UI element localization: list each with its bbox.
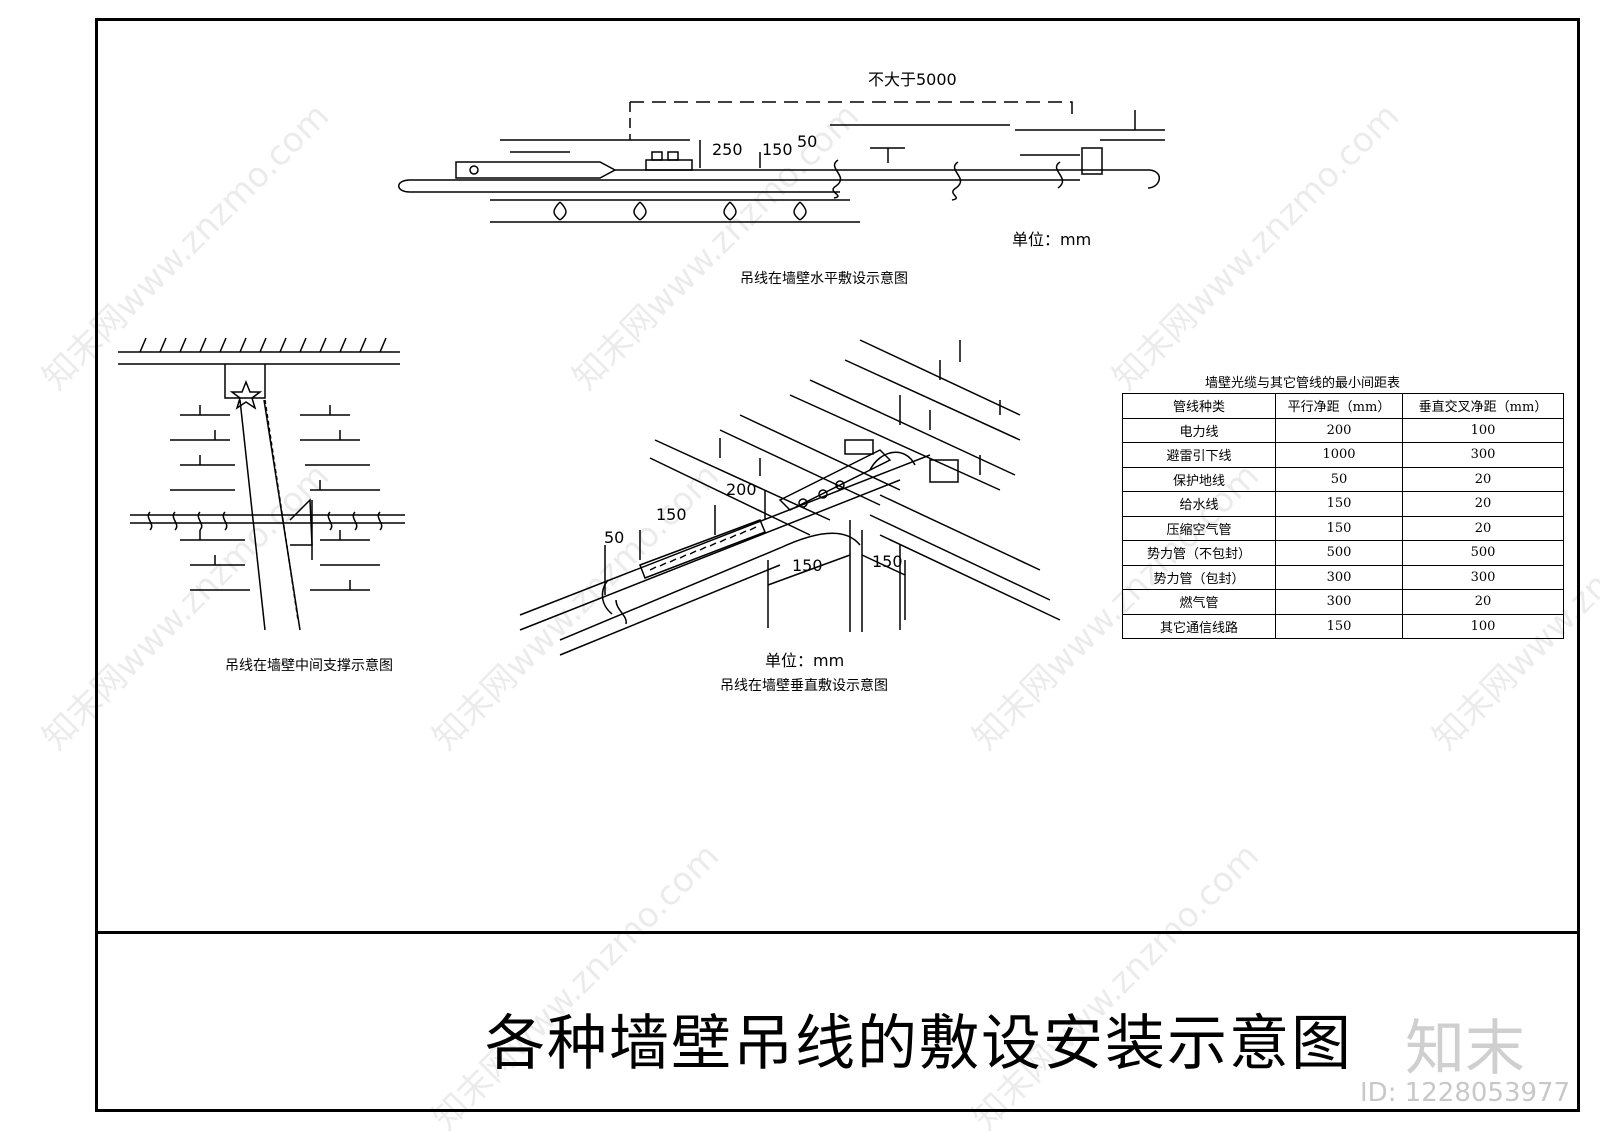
vertical-diagram-title: 吊线在墙壁垂直敷设示意图 — [720, 678, 888, 694]
table-cell: 避雷引下线 — [1122, 442, 1276, 468]
sheet-title: 各种墙壁吊线的敷设安装示意图 — [485, 1009, 1353, 1079]
table-cell: 20 — [1402, 466, 1564, 492]
dimension-label: 50 — [604, 528, 625, 547]
drawing-frame — [95, 18, 1580, 1112]
middle-support-diagram — [118, 337, 405, 631]
dimension-label: 150 — [792, 556, 823, 575]
column-header: 管线种类 — [1122, 393, 1276, 419]
unit-label: 单位：mm — [765, 651, 845, 670]
spacing-table-title: 墙壁光缆与其它管线的最小间距表 — [1205, 376, 1401, 391]
table-cell: 100 — [1402, 613, 1564, 639]
table-row: 势力管（不包封） 500 500 — [1122, 540, 1564, 566]
table-cell: 其它通信线路 — [1122, 613, 1276, 639]
table-row: 势力管（包封） 300 300 — [1122, 564, 1564, 590]
table-cell: 20 — [1402, 589, 1564, 615]
table-cell: 300 — [1275, 589, 1403, 615]
table-cell: 压缩空气管 — [1122, 515, 1276, 541]
table-cell: 20 — [1402, 491, 1564, 517]
table-cell: 给水线 — [1122, 491, 1276, 517]
table-cell: 300 — [1402, 442, 1564, 468]
table-row: 给水线 150 20 — [1122, 491, 1564, 517]
table-cell: 保护地线 — [1122, 466, 1276, 492]
dimension-label: 250 — [712, 140, 743, 159]
table-cell: 50 — [1275, 466, 1403, 492]
table-cell: 势力管（不包封） — [1122, 540, 1276, 566]
table-row: 燃气管 300 20 — [1122, 589, 1564, 615]
middle-support-title: 吊线在墙壁中间支撑示意图 — [225, 658, 393, 674]
table-header-row: 管线种类 平行净距（mm） 垂直交叉净距（mm） — [1122, 393, 1564, 419]
table-cell: 150 — [1275, 491, 1403, 517]
vertical-laying-diagram — [519, 339, 1061, 656]
table-cell: 20 — [1402, 515, 1564, 541]
dimension-label: 150 — [872, 552, 903, 571]
table-cell: 100 — [1402, 417, 1564, 443]
table-cell: 150 — [1275, 613, 1403, 639]
spacing-table: 管线种类 平行净距（mm） 垂直交叉净距（mm） 电力线 200 100 避雷引… — [1122, 393, 1564, 639]
table-row: 压缩空气管 150 20 — [1122, 515, 1564, 541]
table-row: 避雷引下线 1000 300 — [1122, 442, 1564, 468]
unit-label: 单位：mm — [1012, 230, 1092, 249]
column-header: 平行净距（mm） — [1275, 393, 1403, 419]
table-cell: 300 — [1402, 564, 1564, 590]
column-header: 垂直交叉净距（mm） — [1402, 393, 1564, 419]
dimension-label: 150 — [656, 505, 687, 524]
table-row: 其它通信线路 150 100 — [1122, 613, 1564, 639]
dimension-label: 50 — [797, 132, 818, 151]
horizontal-diagram-title: 吊线在墙壁水平敷设示意图 — [740, 271, 908, 287]
image-id-label: ID: 1228053977 — [1360, 1078, 1571, 1108]
max-span-label: 不大于5000 — [868, 70, 957, 89]
table-cell: 势力管（包封） — [1122, 564, 1276, 590]
table-cell: 电力线 — [1122, 417, 1276, 443]
site-logo: 知末 — [1405, 1014, 1525, 1084]
table-cell: 150 — [1275, 515, 1403, 541]
table-row: 电力线 200 100 — [1122, 417, 1564, 443]
table-cell: 500 — [1275, 540, 1403, 566]
dimension-label: 150 — [762, 140, 793, 159]
table-row: 保护地线 50 20 — [1122, 466, 1564, 492]
table-cell: 燃气管 — [1122, 589, 1276, 615]
table-cell: 200 — [1275, 417, 1403, 443]
table-cell: 500 — [1402, 540, 1564, 566]
table-cell: 300 — [1275, 564, 1403, 590]
dimension-label: 200 — [726, 480, 757, 499]
title-block-divider — [95, 931, 1580, 934]
horizontal-laying-diagram — [398, 101, 1165, 223]
table-cell: 1000 — [1275, 442, 1403, 468]
